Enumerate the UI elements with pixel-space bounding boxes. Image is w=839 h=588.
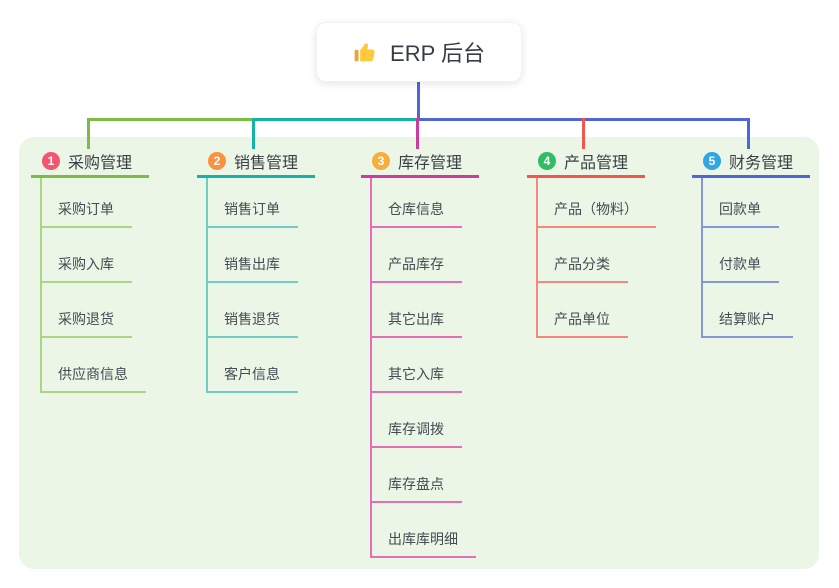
child-node[interactable]: 库存盘点 — [372, 448, 462, 503]
child-node[interactable]: 付款单 — [703, 228, 779, 283]
child-node[interactable]: 供应商信息 — [42, 338, 146, 393]
trunk-segment-2 — [252, 118, 419, 121]
branch-number-badge: 3 — [372, 152, 390, 170]
child-node[interactable]: 产品单位 — [538, 283, 628, 338]
root-connector-line — [417, 82, 420, 121]
root-title: ERP 后台 — [390, 41, 485, 66]
child-node[interactable]: 采购订单 — [42, 178, 132, 228]
branch-node[interactable]: 1 采购管理 — [31, 147, 149, 178]
child-node[interactable]: 其它入库 — [372, 338, 462, 393]
child-node[interactable]: 其它出库 — [372, 283, 462, 338]
thumbs-up-icon — [353, 39, 379, 65]
branch-label: 库存管理 — [398, 155, 463, 172]
branch-children: 销售订单销售出库销售退货客户信息 — [206, 178, 298, 393]
branch-label: 产品管理 — [564, 155, 629, 172]
child-node[interactable]: 产品（物料） — [538, 178, 656, 228]
child-node[interactable]: 产品分类 — [538, 228, 628, 283]
child-node[interactable]: 产品库存 — [372, 228, 462, 283]
branch-drop-line — [582, 118, 585, 149]
branch-node[interactable]: 2 销售管理 — [197, 147, 315, 178]
branch-2: 2 销售管理销售订单销售出库销售退货客户信息 — [197, 147, 315, 393]
branch-5: 5 财务管理回款单付款单结算账户 — [692, 147, 810, 338]
branch-1: 1 采购管理采购订单采购入库采购退货供应商信息 — [31, 147, 149, 393]
branch-children: 仓库信息产品库存其它出库其它入库库存调拨库存盘点出库库明细 — [370, 178, 476, 558]
branch-label: 采购管理 — [68, 155, 133, 172]
root-node[interactable]: ERP 后台 — [316, 22, 522, 82]
branch-node[interactable]: 5 财务管理 — [692, 147, 810, 178]
child-node[interactable]: 销售订单 — [208, 178, 298, 228]
child-node[interactable]: 库存调拨 — [372, 393, 462, 448]
branch-node[interactable]: 4 产品管理 — [527, 147, 645, 178]
branch-children: 产品（物料）产品分类产品单位 — [536, 178, 656, 338]
branch-number-badge: 4 — [538, 152, 556, 170]
branch-children: 采购订单采购入库采购退货供应商信息 — [40, 178, 146, 393]
branch-drop-line — [416, 118, 419, 149]
branch-number-badge: 5 — [703, 152, 721, 170]
branch-node[interactable]: 3 库存管理 — [361, 147, 479, 178]
branch-3: 3 库存管理仓库信息产品库存其它出库其它入库库存调拨库存盘点出库库明细 — [361, 147, 479, 558]
branches-panel — [19, 137, 819, 569]
trunk-segment-1 — [87, 118, 255, 121]
branch-drop-line — [252, 118, 255, 149]
child-node[interactable]: 采购退货 — [42, 283, 132, 338]
child-node[interactable]: 出库库明细 — [372, 503, 476, 558]
child-node[interactable]: 销售出库 — [208, 228, 298, 283]
child-node[interactable]: 客户信息 — [208, 338, 298, 393]
branch-4: 4 产品管理产品（物料）产品分类产品单位 — [527, 147, 656, 338]
branch-number-badge: 2 — [208, 152, 226, 170]
child-node[interactable]: 结算账户 — [703, 283, 793, 338]
branch-number-badge: 1 — [42, 152, 60, 170]
child-node[interactable]: 回款单 — [703, 178, 779, 228]
child-node[interactable]: 销售退货 — [208, 283, 298, 338]
branch-drop-line — [87, 118, 90, 149]
child-node[interactable]: 仓库信息 — [372, 178, 462, 228]
branch-label: 销售管理 — [234, 155, 299, 172]
branch-drop-line — [747, 118, 750, 149]
child-node[interactable]: 采购入库 — [42, 228, 132, 283]
branch-children: 回款单付款单结算账户 — [701, 178, 793, 338]
branch-label: 财务管理 — [729, 155, 794, 172]
